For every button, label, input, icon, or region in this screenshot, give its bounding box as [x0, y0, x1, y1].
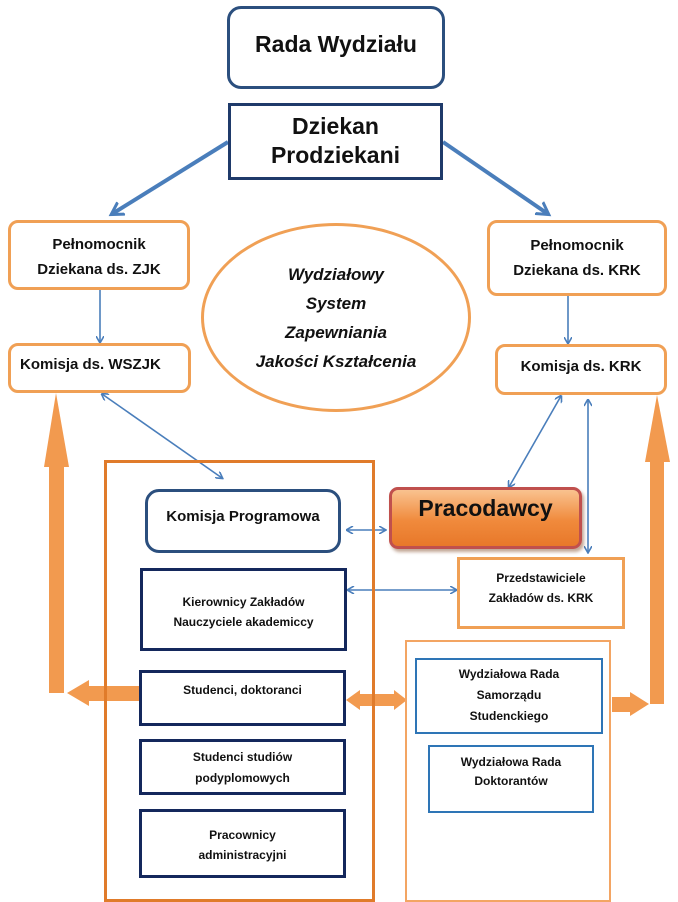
- node-kierownicy-nauczyciele: Kierownicy Zakładów Nauczyciele akademic…: [140, 568, 347, 651]
- node-rada-wydzialu: Rada Wydziału: [227, 6, 445, 89]
- node-przedstawiciele: Przedstawiciele Zakładów ds. KRK: [457, 557, 625, 629]
- orange-arrow-right-shaft: [650, 460, 664, 704]
- internal-stakeholders-container: [104, 460, 375, 902]
- node-studenci-podyplomowi: Studenci studiów podyplomowych: [139, 739, 346, 795]
- node-line: podyplomowych: [195, 771, 290, 785]
- node-line: Wydziałowa Rada: [458, 667, 560, 681]
- arrow-dziekan-to-pelnomocnik-krk: [441, 140, 548, 214]
- node-line: Kierownicy Zakładów: [182, 595, 305, 609]
- ellipse-line: Zapewniania: [284, 322, 388, 342]
- node-line: Rada Wydziału: [255, 31, 417, 57]
- node-pelnomocnik-zjk: Pełnomocnik Dziekana ds. ZJK: [8, 220, 190, 290]
- node-komisja-wszjk: Komisja ds. WSZJK: [8, 343, 191, 393]
- arrow-dziekan-to-pelnomocnik-zjk: [112, 140, 230, 214]
- node-rada-samorzadu-studenckiego: Wydziałowa Rada Samorządu Studenckiego: [415, 658, 603, 734]
- orange-arrow-left-head: [44, 393, 69, 467]
- node-line: Komisja ds. WSZJK: [20, 356, 161, 373]
- node-line: Pełnomocnik: [52, 236, 146, 253]
- student-bodies-container: [405, 640, 611, 902]
- node-line: Pracodawcy: [418, 494, 553, 521]
- node-line: Komisja ds. KRK: [520, 358, 642, 375]
- node-line: Samorządu: [476, 688, 542, 702]
- orange-arrow-samorzad-right-shaft: [612, 697, 634, 712]
- node-komisja-programowa: Komisja Programowa: [145, 489, 341, 553]
- ellipse-line: System: [305, 293, 367, 313]
- orange-arrow-studenci-left-head: [67, 680, 89, 706]
- node-line: administracyjni: [198, 848, 287, 862]
- node-dziekan-prodziekani: Dziekan Prodziekani: [228, 103, 443, 180]
- node-line: Pracownicy: [209, 828, 276, 842]
- node-pracownicy-administracyjni: Pracownicy administracyjni: [139, 809, 346, 878]
- node-pelnomocnik-krk: Pełnomocnik Dziekana ds. KRK: [487, 220, 667, 296]
- node-line: Komisja Programowa: [166, 508, 320, 525]
- node-line: Dziekana ds. KRK: [513, 262, 641, 279]
- node-line: Studenckiego: [469, 709, 549, 723]
- node-rada-doktorantow: Wydziałowa Rada Doktorantów: [428, 745, 594, 813]
- orange-arrow-left-shaft: [49, 465, 64, 693]
- node-pracodawcy: Pracodawcy: [389, 487, 582, 549]
- node-line: Dziekan: [292, 113, 379, 139]
- arrow-komisja-krk-pracodawcy: [509, 396, 561, 487]
- ellipse-line: Jakości Kształcenia: [255, 351, 417, 371]
- ellipse-line: Wydziałowy: [287, 264, 385, 284]
- node-line: Prodziekani: [270, 142, 401, 168]
- orange-arrow-samorzad-right-head: [630, 692, 649, 716]
- system-ellipse: Wydziałowy System Zapewniania Jakości Ks…: [201, 223, 471, 412]
- node-line: Studenci studiów: [192, 750, 293, 764]
- node-line: Dziekana ds. ZJK: [37, 261, 161, 278]
- node-studenci-doktoranci: Studenci, doktoranci: [139, 670, 346, 726]
- node-line: Przedstawiciele: [496, 571, 586, 585]
- orange-arrow-right-head: [645, 395, 670, 462]
- node-line: Studenci, doktoranci: [183, 683, 302, 697]
- node-line: Pełnomocnik: [530, 237, 624, 254]
- node-line: Zakładów ds. KRK: [488, 591, 594, 605]
- node-line: Nauczyciele akademiccy: [173, 615, 314, 629]
- node-komisja-krk: Komisja ds. KRK: [495, 344, 667, 395]
- node-line: Wydziałowa Rada: [460, 755, 562, 769]
- node-line: Doktorantów: [474, 774, 548, 788]
